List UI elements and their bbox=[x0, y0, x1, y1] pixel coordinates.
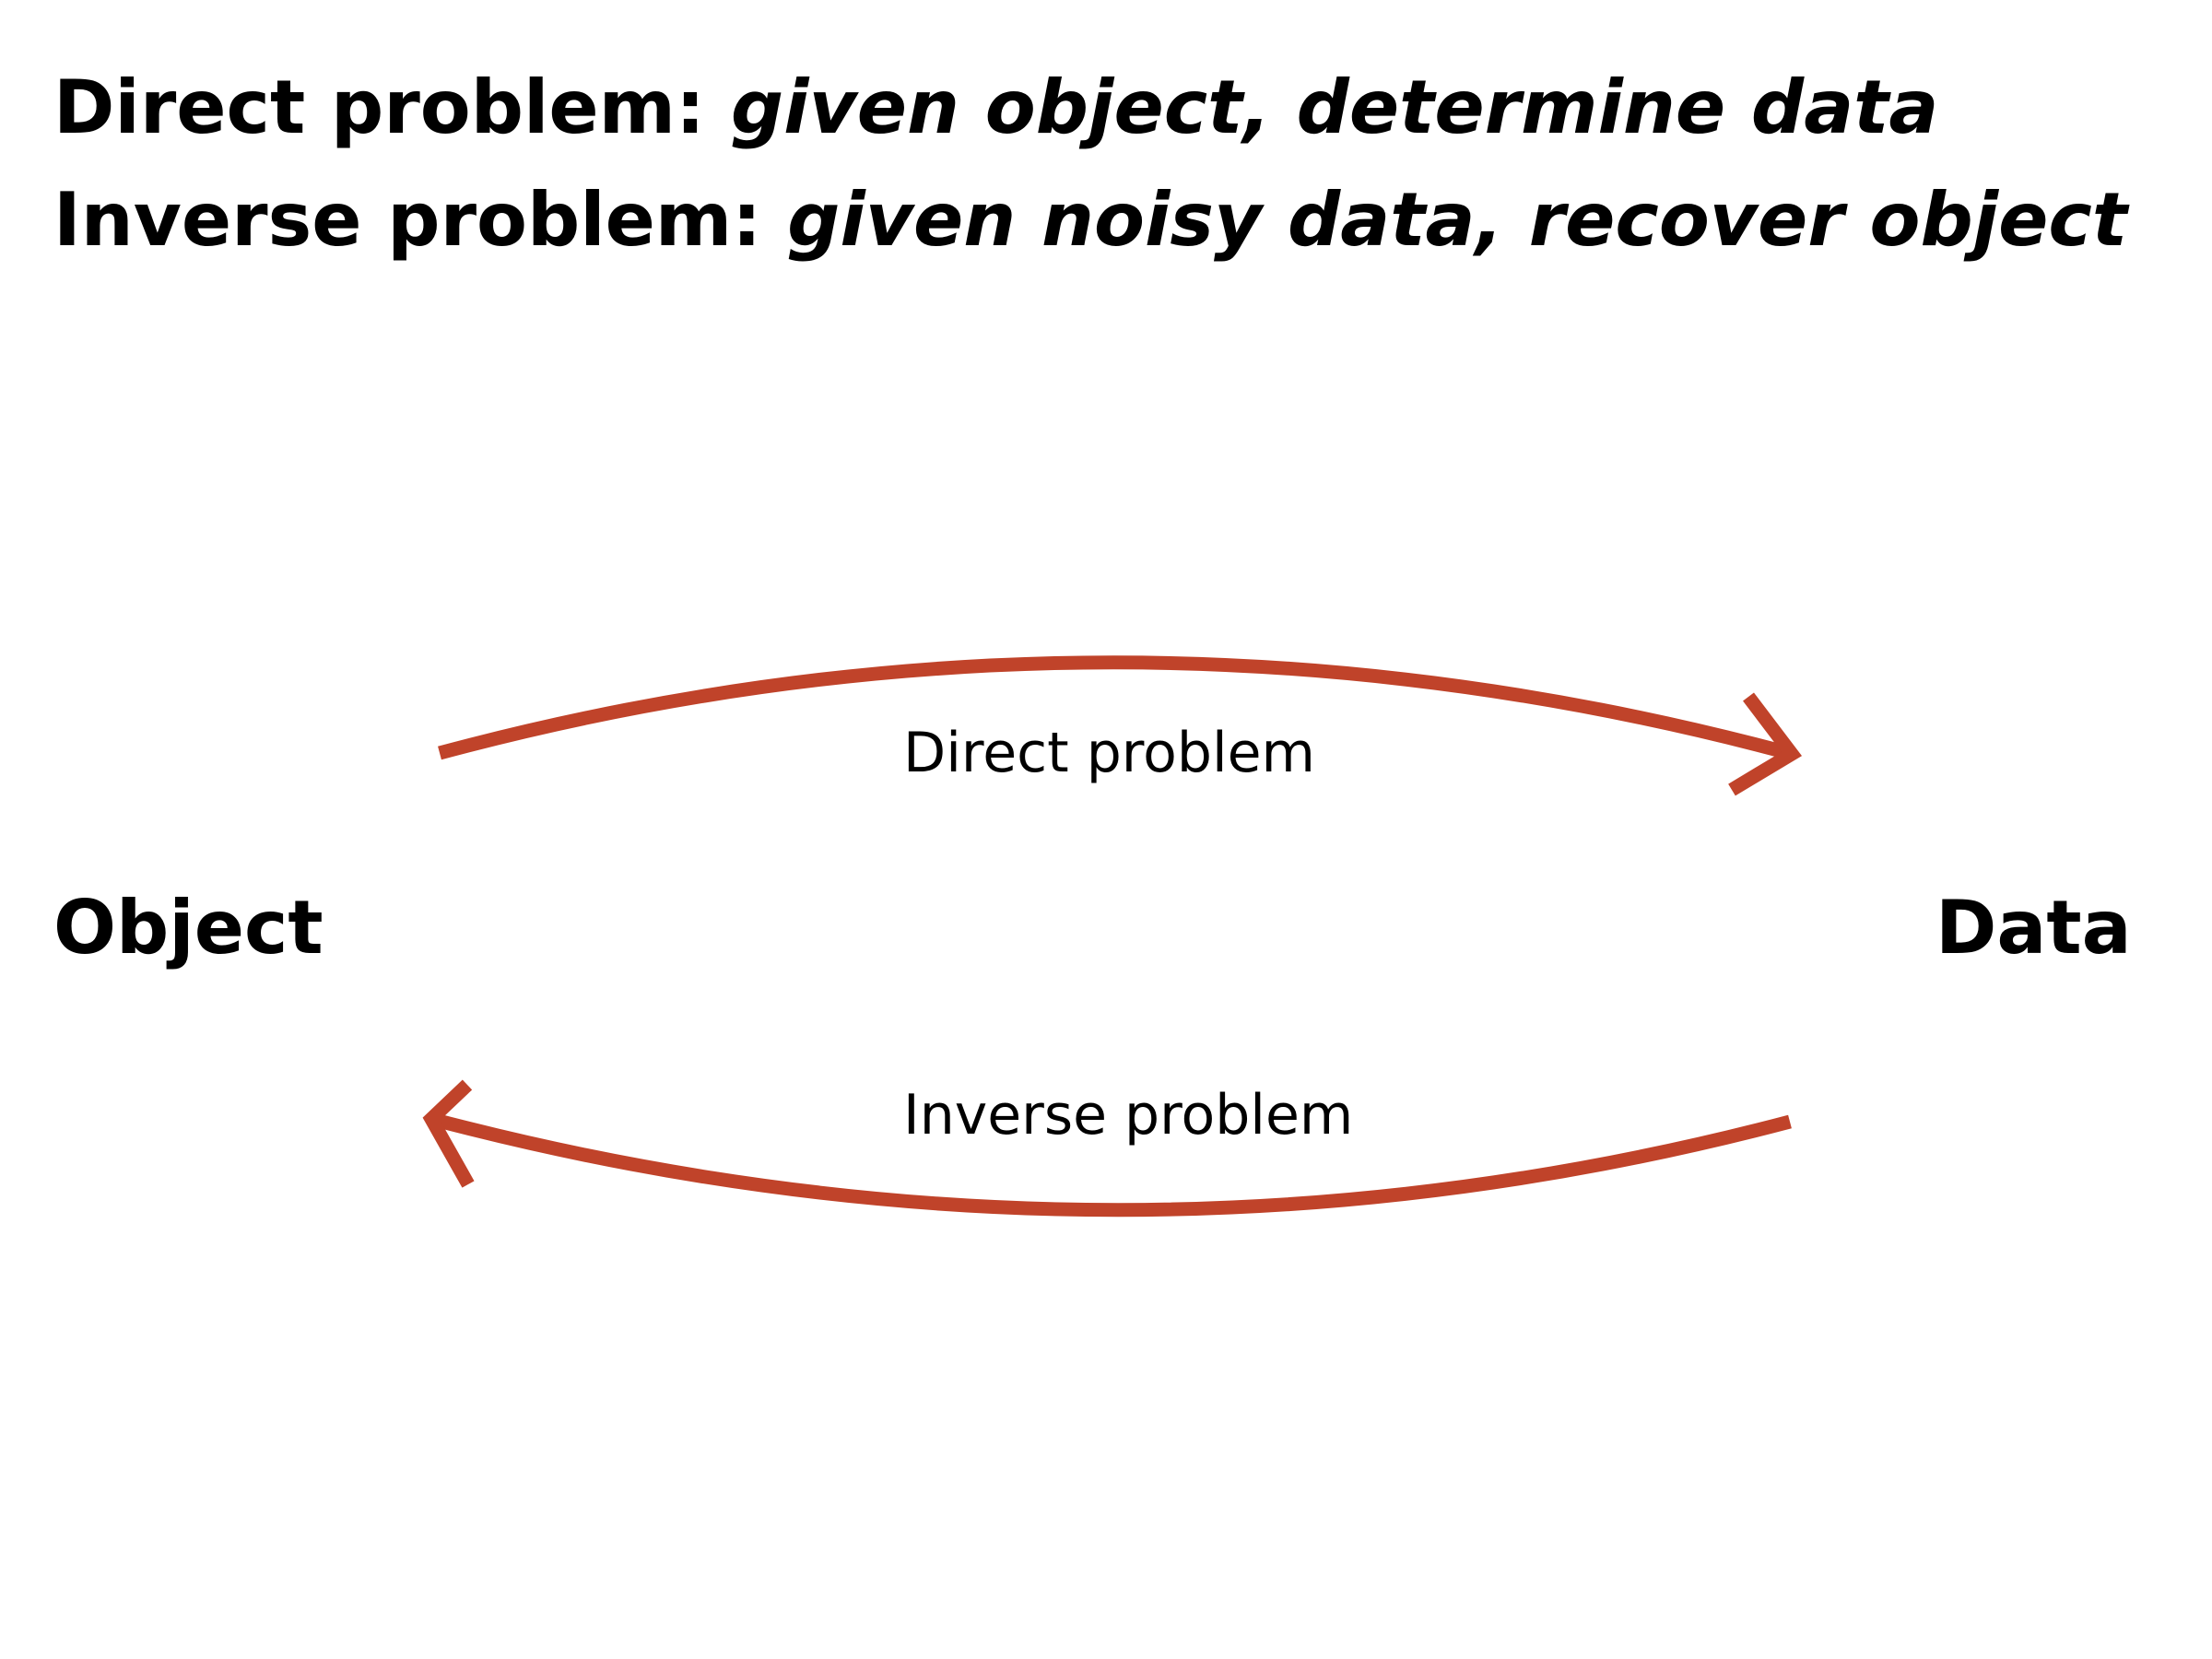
direct-problem-description: given object, determine data bbox=[730, 65, 1939, 150]
direct-problem-term: Direct problem: bbox=[53, 65, 706, 150]
inverse-problem-term: Inverse problem: bbox=[53, 177, 762, 263]
direct-problem-arrow-label: Direct problem bbox=[903, 721, 1315, 785]
inverse-problem-description: given noisy data, recover object bbox=[787, 177, 2128, 263]
direct-arrow-head-icon bbox=[1728, 692, 1803, 796]
direct-problem-definition: Direct problem: given object, determine … bbox=[53, 65, 1938, 150]
direct-arrow-shaft bbox=[438, 655, 1794, 761]
inverse-problem-definition: Inverse problem: given noisy data, recov… bbox=[53, 177, 2127, 263]
inverse-problem-arrow-label: Inverse problem bbox=[903, 1083, 1354, 1147]
object-node: Object bbox=[53, 885, 324, 971]
data-node: Data bbox=[1936, 885, 2132, 971]
inverse-arrow-shaft bbox=[429, 1112, 1792, 1218]
inverse-arrow-head-icon bbox=[422, 1079, 475, 1188]
